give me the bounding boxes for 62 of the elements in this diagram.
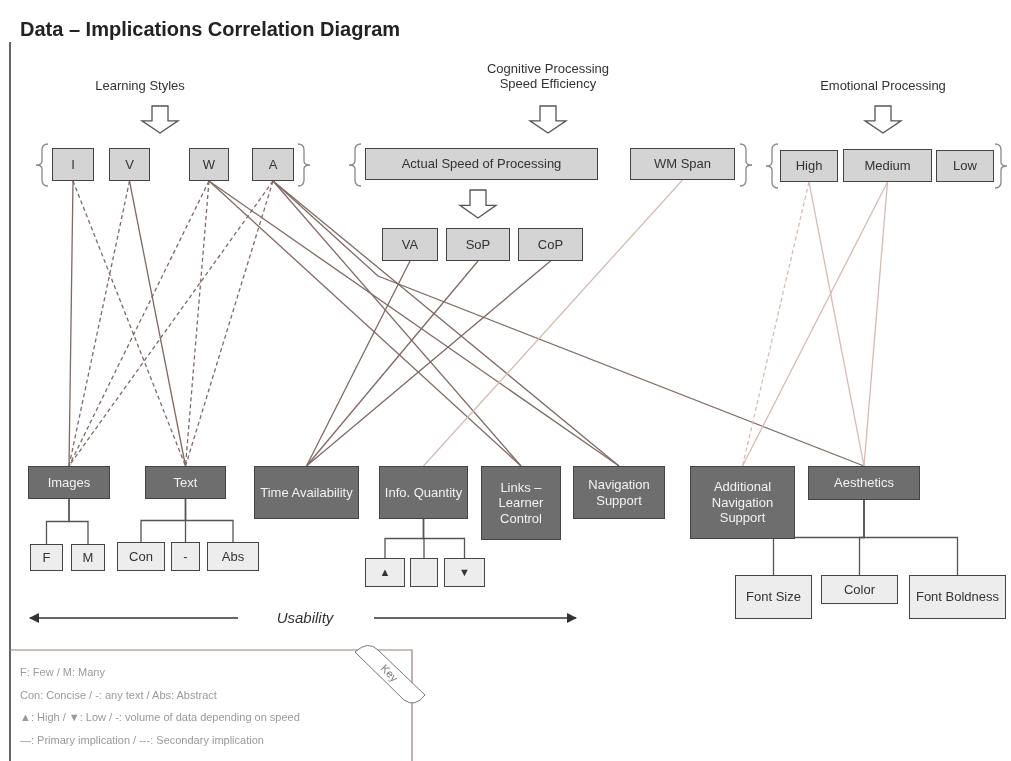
implication-box: Additional Navigation Support [690,466,795,539]
key-note: ▲: High / ▼: Low / -: volume of data depending on speed [20,711,300,723]
option-box: Abs [207,542,259,571]
option-box: F [30,544,63,571]
hollow-arrow [457,189,499,219]
category-box: WM Span [630,148,735,180]
group-heading: Cognitive Processing Speed Efficiency [485,62,611,92]
category-box: V [109,148,150,181]
implication-line [305,260,552,467]
option-box: Font Size [735,575,812,619]
implication-line [184,180,210,467]
implication-box: Links – Learner Control [481,466,561,540]
implication-line [272,180,865,467]
implication-line [863,181,889,467]
group-heading: Emotional Processing [820,78,946,93]
category-box: SoP [446,228,510,261]
implication-box: Info. Quantity [379,466,468,519]
implication-line [68,180,74,467]
implication-line [72,180,187,467]
key-tag: Key [378,662,401,684]
option-box: - [171,542,200,571]
tree-connector [422,518,466,559]
category-box: Low [936,150,994,182]
key-note: —: Primary implication / ---: Secondary implication [20,733,264,746]
category-box: I [52,148,94,181]
category-box: Actual Speed of Processing [365,148,598,180]
axis-label: Usability [276,609,334,626]
implication-line [305,260,411,467]
implication-line [741,181,889,467]
tree-connector [863,499,959,576]
category-box: Medium [843,149,932,182]
option-box: Color [821,575,898,604]
option-box: ▲ [365,558,405,587]
implication-box: Images [28,466,110,499]
category-box: A [252,148,294,181]
implication-line [741,181,810,467]
tree-connector [184,498,234,543]
key-note: Con: Concise / -: any text / Abs: Abstract [20,688,217,701]
implication-box: Aesthetics [808,466,920,500]
group-heading: Learning Styles [95,78,185,93]
implication-line [68,180,210,467]
implication-line [272,180,522,467]
implication-line [184,180,274,467]
category-box: VA [382,228,438,261]
diagram-title: Data – Implications Correlation Diagram [20,18,401,41]
option-box: Font Boldness [909,575,1006,619]
implication-line [808,181,865,467]
tree-connector [68,498,89,545]
category-box: W [189,148,229,181]
key-note: F: Few / M: Many [20,666,105,678]
category-box: CoP [518,228,583,261]
option-box: M [71,544,105,571]
empty-box [410,558,438,587]
implication-line [422,179,684,467]
category-box: High [780,150,838,182]
implication-box: Navigation Support [573,466,665,519]
implication-line [68,180,131,467]
implication-box: Text [145,466,226,499]
implication-box: Time Availability [254,466,359,519]
option-box: Con [117,542,165,571]
implication-line [128,180,187,467]
option-box: ▼ [444,558,485,587]
